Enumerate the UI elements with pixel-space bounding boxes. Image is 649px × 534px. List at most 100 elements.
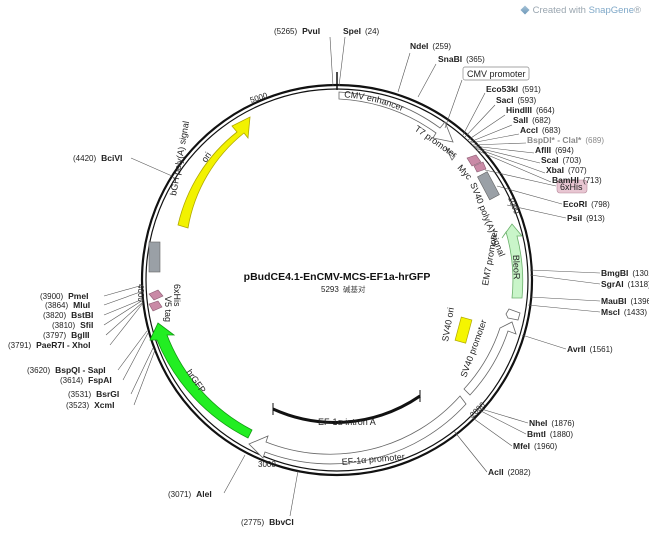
hrgfp-arrow[interactable]: [149, 322, 253, 439]
site-bmti[interactable]: BmtI(1880): [527, 429, 573, 439]
sv40-promoter-arrow[interactable]: [463, 321, 517, 396]
bstbi-leader: [103, 298, 144, 316]
mfei-leader: [469, 415, 513, 447]
snabi-leader: [417, 63, 437, 98]
tick-3000: 3000: [258, 460, 276, 469]
site-bglii[interactable]: (3797)BglII: [43, 330, 90, 340]
sfii-leader: [103, 299, 144, 326]
site-bspqi-sapi[interactable]: (3620)BspQI - SapI: [27, 365, 106, 375]
em7-promoter-label: EM7 promoter: [480, 228, 500, 286]
t7-promoter-arrow[interactable]: [445, 147, 456, 161]
site-sgrai[interactable]: SgrAI(1318): [601, 279, 649, 289]
paer7i-leader: [109, 302, 144, 346]
sv40-polya-signal-block[interactable]: [477, 171, 500, 201]
site-acli[interactable]: AclI(2082): [488, 467, 531, 477]
site-pmei[interactable]: (3900)PmeI: [40, 291, 88, 301]
site-alei[interactable]: (3071)AleI: [168, 489, 212, 499]
acci-leader: [470, 133, 520, 144]
bsrgi-leader: [130, 347, 154, 395]
mlui-leader: [103, 290, 144, 306]
site-mlui[interactable]: (3864)MluI: [45, 300, 90, 310]
bglii-leader: [105, 301, 144, 336]
bmti-leader: [476, 408, 527, 435]
site-avrii[interactable]: AvrII(1561): [567, 344, 613, 354]
site-snabi[interactable]: SnaBI(365): [438, 54, 485, 64]
maubi-leader: [529, 296, 601, 302]
site-maubi[interactable]: MauBI(1396): [601, 296, 649, 306]
site-sali[interactable]: SalI(682): [513, 115, 551, 125]
site-ndei[interactable]: NdeI(259): [410, 41, 451, 51]
site-saci[interactable]: SacI(593): [496, 95, 537, 105]
nhei-leader: [477, 407, 529, 424]
fspai-leader: [122, 332, 149, 381]
ef1a-intron-bar[interactable]: [272, 394, 421, 424]
site-hindiii[interactable]: HindIII(664): [506, 105, 555, 115]
em7-promoter-arrow[interactable]: [505, 308, 521, 321]
site-sfii[interactable]: (3810)SfiI: [52, 320, 93, 330]
cmv-promoter-leader: [444, 79, 463, 129]
hindiii-leader: [467, 114, 506, 141]
saci-leader: [464, 104, 496, 138]
cmv-enhancer-arrow[interactable]: [338, 91, 454, 143]
site-nhei[interactable]: NheI(1876): [529, 418, 575, 428]
site-psii[interactable]: PsiI(913): [567, 213, 605, 223]
site-xcmi[interactable]: (3523)XcmI: [66, 400, 114, 410]
site-bmgbi[interactable]: BmgBI(1302): [601, 268, 649, 278]
site-ecori[interactable]: EcoRI(798): [563, 199, 610, 209]
site-pvui[interactable]: (5265)PvuI: [274, 26, 320, 36]
site-scai[interactable]: ScaI(703): [541, 155, 582, 165]
his6-top-box: [556, 179, 588, 194]
site-bspdi-clai[interactable]: BspDI* - ClaI*(689): [527, 135, 604, 145]
v5-tag-marker[interactable]: [148, 300, 163, 312]
site-bamhi[interactable]: BamHI(713): [552, 175, 602, 185]
bmgbi-leader: [529, 269, 601, 274]
backbone: [140, 72, 534, 477]
site-fspai[interactable]: (3614)FspAI: [60, 375, 112, 385]
site-bsrgi[interactable]: (3531)BsrGI: [68, 389, 119, 399]
tick-4000: 4000: [136, 284, 145, 302]
bgh-polya-signal-block[interactable]: [148, 241, 161, 273]
xbai-leader: [474, 147, 546, 174]
site-leaders: [103, 36, 601, 517]
bspqi-leader: [117, 330, 148, 371]
site-labels: (5265)PvuI SpeI(24) NdeI(259) SnaBI(365)…: [8, 26, 649, 527]
sali-leader: [469, 124, 513, 143]
ori-label: ori: [199, 150, 213, 164]
site-bbvci[interactable]: (2775)BbvCI: [241, 517, 294, 527]
pvui-leader: [329, 36, 334, 87]
sv40-ori-block[interactable]: [454, 316, 473, 344]
his6-top-label: 6xHis: [560, 182, 583, 192]
ori-arrow[interactable]: [177, 116, 251, 229]
site-xbai[interactable]: XbaI(707): [546, 165, 587, 175]
spei-leader: [338, 36, 346, 87]
cmv-promoter-box: [462, 66, 530, 81]
his-tag-marker-top[interactable]: [473, 161, 487, 173]
his-tag-marker-left[interactable]: [148, 289, 164, 301]
ndei-leader: [397, 52, 411, 93]
eco53ki-leader: [462, 92, 486, 136]
plasmid-name: pBudCE4.1-EnCMV-MCS-EF1a-hrGFP: [244, 271, 431, 283]
v5-tag-label: V5 tag: [163, 296, 173, 322]
site-bstbi[interactable]: (3820)BstBI: [43, 310, 93, 320]
site-bcivi[interactable]: (4420)BciVI: [73, 153, 122, 163]
site-mfei[interactable]: MfeI(1960): [513, 441, 557, 451]
site-eco53ki[interactable]: Eco53kI(591): [486, 84, 541, 94]
brand-registered-mark: ®: [634, 5, 641, 16]
site-acci[interactable]: AccI(683): [520, 125, 561, 135]
bgh-polya-label: bGH poly(A) signal: [168, 120, 191, 196]
psii-leader: [506, 204, 567, 219]
site-msci[interactable]: MscI(1433): [601, 307, 647, 317]
site-paer7i-xhoi[interactable]: (3791)PaeR7I - XhoI: [8, 340, 90, 350]
myc-tag-marker[interactable]: [466, 154, 482, 167]
site-spei[interactable]: SpeI(24): [343, 26, 380, 36]
bspdi-leader: [471, 142, 527, 146]
bleor-arrow[interactable]: [501, 223, 524, 299]
brand-prefix: Created with: [532, 5, 589, 16]
cmv-promoter-label: CMV promoter: [467, 69, 526, 79]
site-aflii[interactable]: AflII(694): [535, 145, 574, 155]
plasmid-length-unit: 碱基对: [343, 284, 366, 294]
ef1a-promoter-arrow[interactable]: [248, 395, 467, 465]
xcmi-leader: [133, 349, 156, 406]
bleor-label: BleoR: [511, 255, 522, 280]
